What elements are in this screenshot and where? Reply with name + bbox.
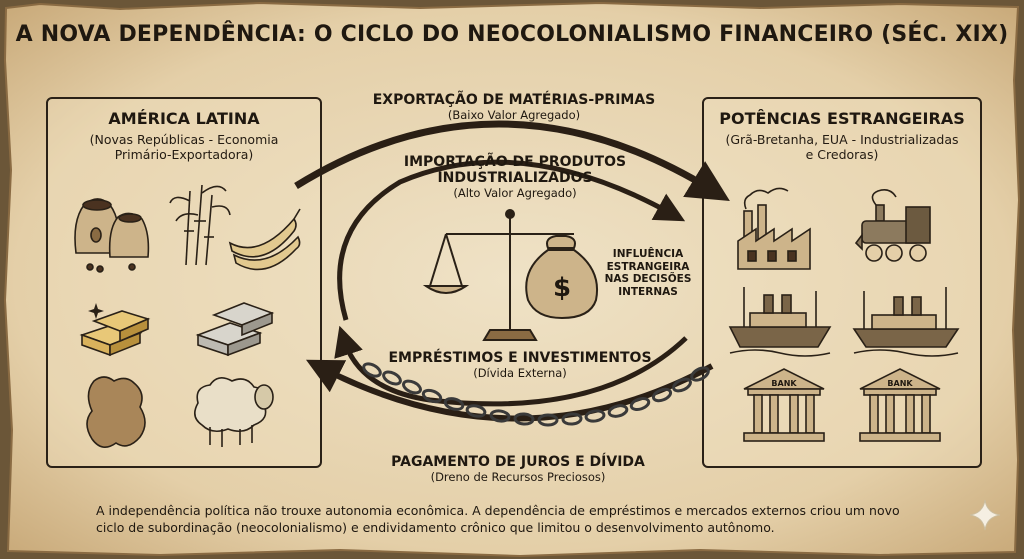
latin-america-subtitle-line1: (Novas Repúblicas - Economia — [89, 132, 279, 147]
export-label-main: EXPORTAÇÃO DE MATÉRIAS-PRIMAS — [372, 92, 656, 108]
gold-bars-icon — [79, 303, 151, 357]
import-label: IMPORTAÇÃO DE PRODUTOS INDUSTRIALIZADOS … — [380, 154, 650, 200]
silver-bars-icon — [195, 302, 275, 357]
money-bag-symbol: $ — [553, 273, 571, 303]
import-label-main-line2: INDUSTRIALIZADOS — [437, 170, 593, 186]
latin-america-title: AMÉRICA LATINA — [108, 109, 260, 128]
bank-icon: BANK — [743, 368, 825, 442]
steamship-icon — [728, 287, 832, 357]
loans-label-main: EMPRÉSTIMOS E INVESTIMENTOS — [388, 350, 652, 366]
sparkle-icon — [969, 499, 1001, 531]
bank-label: BANK — [887, 379, 913, 388]
coffee-sacks-icon — [74, 198, 150, 273]
hide-leather-icon — [86, 376, 146, 448]
foreign-powers-subtitle-line1: (Grã-Bretanha, EUA - Industrializadas — [725, 132, 959, 147]
locomotive-icon — [854, 189, 931, 262]
latin-america-panel: AMÉRICA LATINA (Novas Repúblicas - Econo… — [46, 97, 322, 468]
export-label-sub: (Baixo Valor Agregado) — [447, 108, 581, 122]
import-label-main-line1: IMPORTAÇÃO DE PRODUTOS — [403, 154, 627, 170]
export-label: EXPORTAÇÃO DE MATÉRIAS-PRIMAS (Baixo Val… — [356, 92, 672, 122]
steamship-icon — [852, 287, 960, 357]
balance-scale-icon — [422, 209, 574, 341]
footer-line2: ciclo de subordinação (neocolonialismo) … — [96, 520, 775, 535]
footer-caption: A independência política não trouxe auto… — [96, 502, 936, 536]
influence-line3: NAS DECISÕES — [604, 273, 692, 285]
influence-line4: INTERNAS — [618, 285, 678, 298]
payment-label-sub: (Dreno de Recursos Preciosos) — [430, 470, 606, 484]
sugarcane-icon — [169, 184, 231, 266]
money-bag-icon: $ — [525, 235, 598, 320]
import-label-sub: (Alto Valor Agregado) — [453, 186, 577, 200]
influence-line1: INFLUÊNCIA — [612, 248, 684, 260]
influence-line2: ESTRANGEIRA — [606, 260, 690, 273]
footer-line1: A independência política não trouxe auto… — [96, 503, 900, 518]
loans-label: EMPRÉSTIMOS E INVESTIMENTOS (Dívida Exte… — [370, 350, 670, 380]
sheep-icon — [194, 377, 274, 447]
latin-america-goods — [74, 184, 301, 448]
bananas-icon — [228, 208, 301, 271]
factory-icon — [737, 187, 811, 270]
export-arrow — [294, 120, 730, 201]
latin-america-subtitle-line2: Primário-Exportadora) — [114, 147, 254, 162]
latin-america-subtitle: (Novas Repúblicas - Economia Primário-Ex… — [54, 132, 314, 162]
foreign-powers-title: POTÊNCIAS ESTRANGEIRAS — [719, 109, 965, 128]
diagram-title: A NOVA DEPENDÊNCIA: O CICLO DO NEOCOLONI… — [15, 22, 1009, 47]
foreign-influence-note: INFLUÊNCIA ESTRANGEIRA NAS DECISÕES INTE… — [600, 248, 696, 298]
foreign-powers-subtitle: (Grã-Bretanha, EUA - Industrializadas e … — [710, 132, 974, 162]
loans-label-sub: (Dívida Externa) — [473, 366, 567, 380]
chain-icon — [362, 362, 710, 427]
foreign-powers-panel: POTÊNCIAS ESTRANGEIRAS (Grã-Bretanha, EU… — [702, 97, 982, 468]
bank-label: BANK — [771, 379, 797, 388]
payment-label-main: PAGAMENTO DE JUROS E DÍVIDA — [391, 454, 645, 470]
foreign-powers-subtitle-line2: e Credoras) — [805, 147, 879, 162]
loans-arrow — [334, 325, 688, 407]
bank-icon: BANK — [859, 368, 941, 442]
import-arrow — [337, 159, 686, 321]
payment-label: PAGAMENTO DE JUROS E DÍVIDA (Dreno de Re… — [360, 454, 676, 484]
industrial-goods: BANK BANK — [728, 187, 960, 442]
